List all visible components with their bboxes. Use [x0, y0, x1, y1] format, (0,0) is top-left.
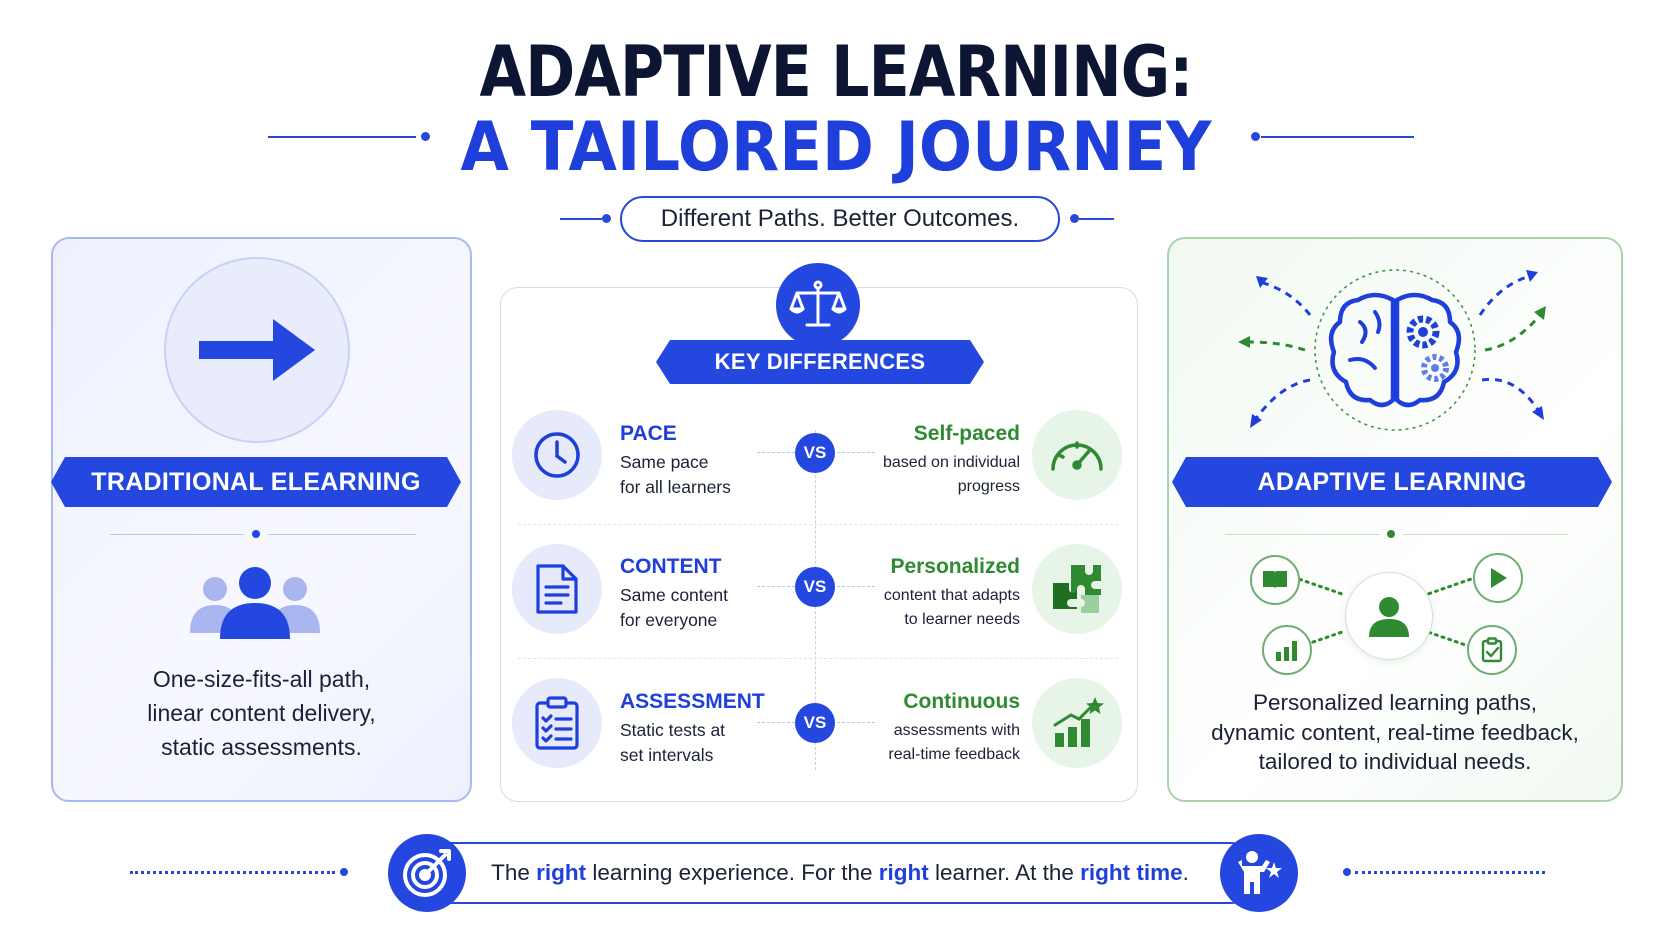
traditional-heading: TRADITIONAL ELEARNING: [51, 457, 461, 507]
row-right-title-assessment: Continuous: [903, 690, 1020, 713]
arrow-right-icon: [164, 257, 350, 443]
subtitle-dot-left: [602, 214, 611, 223]
adaptive-desc-line: tailored to individual needs.: [1258, 749, 1532, 774]
balance-scale-icon: [776, 263, 860, 347]
row-title-content: CONTENT: [620, 555, 722, 578]
row-title-pace: PACE: [620, 422, 677, 445]
learner-network: [1245, 553, 1525, 683]
traditional-desc-line: linear content delivery,: [147, 700, 376, 726]
play-icon: [1473, 553, 1523, 603]
clock-icon: [512, 410, 602, 500]
row-desc-line: progress: [957, 478, 1020, 495]
tagline-highlight: right: [878, 860, 929, 885]
row-desc-line: Same pace: [620, 452, 709, 472]
vs-badge: VS: [795, 433, 835, 473]
title-line-1: ADAPTIVE LEARNING:: [479, 31, 1193, 113]
subtitle-pill: Different Paths. Better Outcomes.: [620, 196, 1060, 242]
clipboard-checklist-icon: [512, 678, 602, 768]
row-desc-line: real-time feedback: [888, 746, 1020, 763]
row-separator: [518, 658, 1118, 659]
row-desc-line: assessments with: [893, 722, 1020, 739]
banner-dot-left: [340, 868, 348, 876]
subtitle-rule-right: [1079, 218, 1114, 220]
tagline-text: The right learning experience. For the r…: [420, 842, 1260, 904]
left-divider-left: [110, 534, 244, 535]
row-desc-line: Same content: [620, 585, 728, 605]
key-differences-heading: KEY DIFFERENCES: [656, 340, 984, 384]
document-icon: [512, 544, 602, 634]
row-desc-line: for all learners: [620, 477, 731, 497]
brain-gears-icon: [1210, 260, 1580, 435]
row-desc-line: Static tests at: [620, 720, 726, 740]
row-right-title-pace: Self-paced: [913, 422, 1020, 445]
row-desc-line: to learner needs: [904, 611, 1020, 628]
row-desc-assessment: Static tests at set intervals: [620, 718, 725, 768]
row-desc-line: content that adapts: [883, 587, 1020, 604]
header-rule-right: [1261, 136, 1414, 138]
adaptive-heading-text: ADAPTIVE LEARNING: [1257, 467, 1527, 496]
book-icon: [1250, 555, 1300, 605]
title-line-2: A TAILORED JOURNEY: [460, 108, 1212, 187]
person-star-icon: [1220, 834, 1298, 912]
target-icon: [388, 834, 466, 912]
header-dot-left: [421, 132, 430, 141]
subtitle-rule-left: [560, 218, 602, 220]
puzzle-icon: [1032, 544, 1122, 634]
key-differences-heading-text: KEY DIFFERENCES: [714, 349, 926, 374]
row-right-title-content: Personalized: [890, 555, 1020, 578]
subtitle-text: Different Paths. Better Outcomes.: [660, 205, 1020, 232]
tagline-highlight: right time: [1080, 860, 1183, 885]
traditional-desc-line: One-size-fits-all path,: [152, 666, 371, 692]
header-rule-left: [268, 136, 416, 138]
adaptive-desc-line: Personalized learning paths,: [1253, 690, 1537, 715]
right-divider-right: [1403, 534, 1568, 535]
row-desc-pace: Same pace for all learners: [620, 450, 731, 500]
header-dot-right: [1251, 132, 1260, 141]
adaptive-description: Personalized learning paths, dynamic con…: [1180, 688, 1610, 777]
row-right-desc-content: content that adapts to learner needs: [820, 584, 1020, 632]
row-desc-content: Same content for everyone: [620, 583, 728, 633]
tagline-highlight: right: [536, 860, 587, 885]
traditional-desc-line: static assessments.: [161, 734, 362, 760]
row-title-assessment: ASSESSMENT: [620, 690, 765, 713]
growth-chart-star-icon: [1032, 678, 1122, 768]
bar-chart-icon: [1262, 625, 1312, 675]
vs-badge: VS: [795, 567, 835, 607]
traditional-heading-text: TRADITIONAL ELEARNING: [91, 467, 421, 496]
row-desc-line: set intervals: [620, 745, 714, 765]
right-divider-left: [1225, 534, 1380, 535]
row-right-desc-pace: based on individual progress: [820, 451, 1020, 499]
tagline-part: .: [1182, 860, 1189, 885]
banner-dot-right: [1343, 868, 1351, 876]
tagline-part: learning experience. For the: [586, 860, 879, 885]
subtitle-dot-right: [1070, 214, 1079, 223]
banner-dots-right: [1355, 871, 1545, 874]
vs-badge: VS: [795, 703, 835, 743]
banner-dots-left: [130, 871, 335, 874]
tagline-part: The: [491, 860, 537, 885]
row-separator: [518, 524, 1118, 525]
tagline-banner: [420, 842, 1260, 904]
people-group-icon: [190, 567, 320, 639]
left-divider-dot: [252, 530, 260, 538]
learner-icon: [1345, 572, 1433, 660]
adaptive-heading: ADAPTIVE LEARNING: [1172, 457, 1612, 507]
checklist-icon: [1467, 625, 1517, 675]
speedometer-icon: [1032, 410, 1122, 500]
row-right-desc-assessment: assessments with real-time feedback: [820, 719, 1020, 767]
right-divider-dot: [1387, 530, 1395, 538]
left-divider-right: [268, 534, 416, 535]
tagline-part: learner. At the: [928, 860, 1081, 885]
adaptive-desc-line: dynamic content, real-time feedback,: [1211, 719, 1579, 745]
traditional-description: One-size-fits-all path, linear content d…: [80, 662, 443, 764]
row-desc-line: based on individual: [883, 454, 1020, 471]
row-desc-line: for everyone: [620, 610, 718, 630]
